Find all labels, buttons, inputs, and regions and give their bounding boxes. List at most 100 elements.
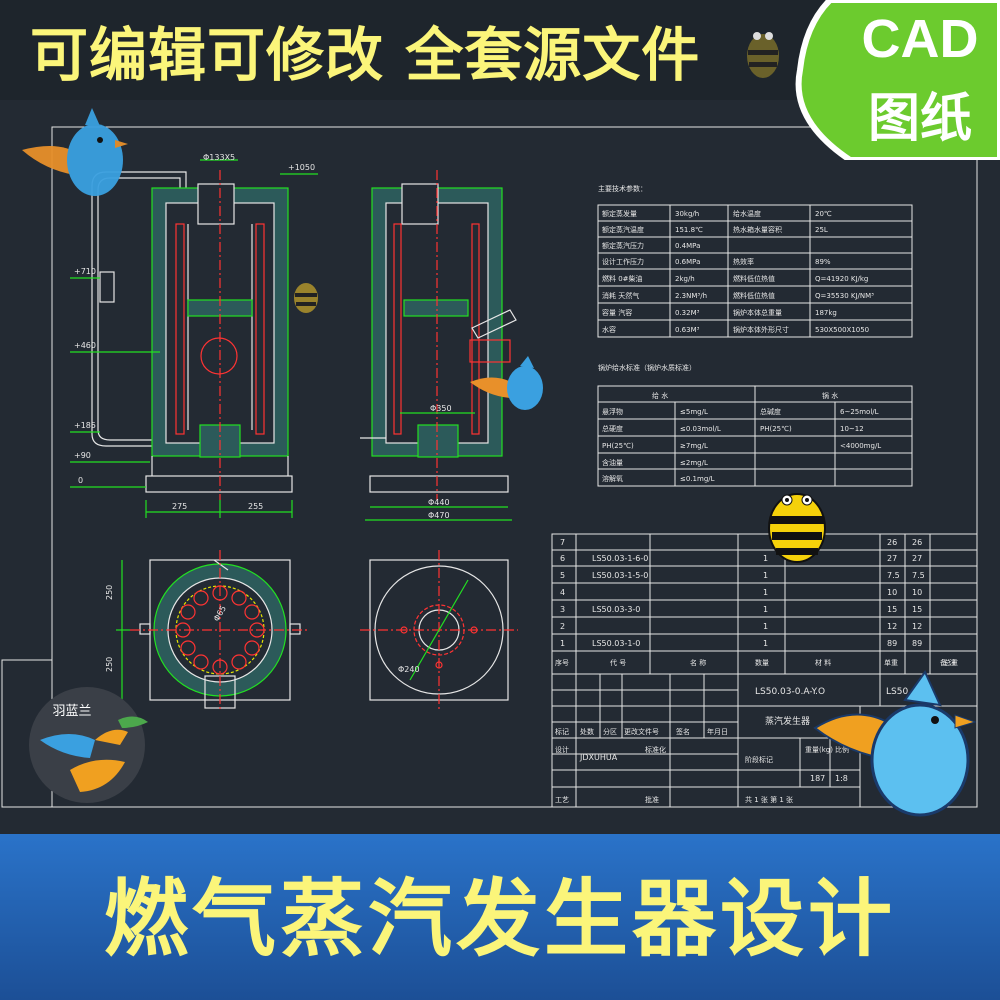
bom-cell: 12 xyxy=(912,622,922,631)
water-cell: 含油量 xyxy=(602,458,623,467)
spec-cell: 20℃ xyxy=(815,210,832,218)
bom-cell: 1 xyxy=(763,588,768,597)
badge-line1: CAD xyxy=(861,9,979,69)
title-block-label-scale: 比例 xyxy=(835,745,849,754)
bom-table xyxy=(551,533,978,675)
water-cell: ≥7mg/L xyxy=(680,442,708,450)
bom-header-cell: 单重 xyxy=(884,658,898,667)
dim-level-710: +710 xyxy=(74,267,96,276)
bom-cell: 12 xyxy=(887,622,897,631)
spec-cell: Q=41920 KJ/kg xyxy=(815,275,868,283)
spec-cell: 额定蒸汽压力 xyxy=(602,241,644,250)
water-cell: 6~25mol/L xyxy=(840,408,879,416)
title-block-label-design: 设计 xyxy=(555,745,569,754)
water-cell: 总碱度 xyxy=(760,407,781,416)
dim-level-185: +185 xyxy=(74,421,96,430)
dim-outer-dia: Φ440 xyxy=(428,498,450,507)
bom-header-cell: 代 号 xyxy=(610,658,626,667)
spec-heading: 主要技术参数： xyxy=(598,184,647,193)
bird-mascot-mid xyxy=(470,356,543,410)
spec-table xyxy=(597,204,913,338)
bottom-title: 燃气蒸汽发生器设计 xyxy=(103,870,896,968)
title-block-label-approve: 批准 xyxy=(645,795,659,804)
bom-cell: 89 xyxy=(887,639,897,648)
dim-width-right: 255 xyxy=(248,502,263,511)
bom-cell: 1 xyxy=(763,571,768,580)
bom-cell: 1 xyxy=(763,554,768,563)
dim-inner-dia: Φ350 xyxy=(430,404,452,413)
bom-header-cell: 材 料 xyxy=(815,658,831,667)
bom-cell: 10 xyxy=(912,588,922,597)
bom-cell: 1 xyxy=(560,639,565,648)
dim-plan-h1: 250 xyxy=(105,585,114,600)
water-header-boiler: 锅 水 xyxy=(822,391,838,400)
spec-cell: Q=35530 KJ/NM³ xyxy=(815,292,874,300)
water-cell: <4000mg/L xyxy=(840,442,881,450)
bom-cell: 3 xyxy=(560,605,565,614)
bird-mascot-left xyxy=(22,108,128,196)
bom-cell: 2 xyxy=(560,622,565,631)
bom-cell: 6 xyxy=(560,554,565,563)
bom-cell: 4 xyxy=(560,588,565,597)
title-block-label-weight: 重量(kg) xyxy=(805,746,833,754)
title-block-label-stage: 阶段标记 xyxy=(745,755,773,764)
spec-cell: 2.3NM³/h xyxy=(675,292,707,300)
logo-label: 羽蓝兰 xyxy=(52,704,92,719)
cad-drawing: Φ133X5 +1050 +710 +460 +185 +90 0 275 25… xyxy=(1,108,978,817)
dim-plan-h2: 250 xyxy=(105,657,114,672)
water-header-feed: 给 水 xyxy=(652,391,668,400)
spec-cell: 燃料低位热值 xyxy=(733,291,775,300)
title-block-label-process: 工艺 xyxy=(555,796,569,804)
water-cell: 溶解氧 xyxy=(602,474,623,483)
spec-cell: 89% xyxy=(815,258,831,266)
title-block-sheet: 共 1 张 第 1 张 xyxy=(745,795,793,804)
bom-cell: 10 xyxy=(887,588,897,597)
water-table xyxy=(597,385,913,487)
title-block-drawing-no: LS50.03-0.A-Y.O xyxy=(755,687,825,697)
dim-base-dia: Φ470 xyxy=(428,511,450,520)
water-cell: 总硬度 xyxy=(602,424,623,433)
spec-cell: 25L xyxy=(815,226,828,234)
top-title: 可编辑可修改 全套源文件 xyxy=(30,21,701,89)
water-cell: ≤0.1mg/L xyxy=(680,475,715,483)
water-cell: ≤2mg/L xyxy=(680,459,708,467)
bom-cell: 1 xyxy=(763,639,768,648)
bom-cell: 27 xyxy=(887,554,897,563)
title-block-label-zone: 分区 xyxy=(603,727,617,736)
spec-cell: 燃料 0#柴油 xyxy=(602,274,643,283)
right-plan-view xyxy=(360,550,518,710)
right-section-view xyxy=(360,170,517,521)
spec-cell: 设计工作压力 xyxy=(602,257,644,266)
water-cell: PH(25℃) xyxy=(760,425,792,433)
spec-cell: 锅炉本体外形尺寸 xyxy=(733,325,789,334)
spec-cell: 151.8℃ xyxy=(675,226,703,234)
bom-cell: 7.5 xyxy=(887,571,900,580)
title-block xyxy=(551,673,978,808)
spec-cell: 燃料低位热值 xyxy=(733,274,775,283)
bom-header-cell: 总重 xyxy=(944,658,958,667)
bom-cell: 26 xyxy=(887,538,897,547)
spec-cell: 水容 xyxy=(602,325,616,334)
bom-cell: 7.5 xyxy=(912,571,925,580)
left-plan-view xyxy=(116,550,310,710)
bom-cell: 15 xyxy=(887,605,897,614)
spec-cell: 2kg/h xyxy=(675,275,695,283)
drawing-frame xyxy=(51,126,978,808)
bom-cell: LS50.03-1-5-0 xyxy=(592,571,648,580)
bom-header-cell: 名 称 xyxy=(690,658,706,667)
bee-icon xyxy=(747,32,779,78)
spec-cell: 消耗 天然气 xyxy=(602,291,639,300)
dim-level-1050: +1050 xyxy=(288,163,315,172)
title-block-label-sign: 签名 xyxy=(676,727,690,736)
bom-cell: 1 xyxy=(763,605,768,614)
spec-cell: 530X500X1050 xyxy=(815,326,869,334)
water-cell: ≤0.03mol/L xyxy=(680,425,721,433)
left-elevation-view xyxy=(70,159,318,518)
bird-mascot-right xyxy=(813,670,977,817)
spec-cell: 额定蒸汽温度 xyxy=(602,225,644,234)
badge-line2: 图纸 xyxy=(867,89,972,149)
